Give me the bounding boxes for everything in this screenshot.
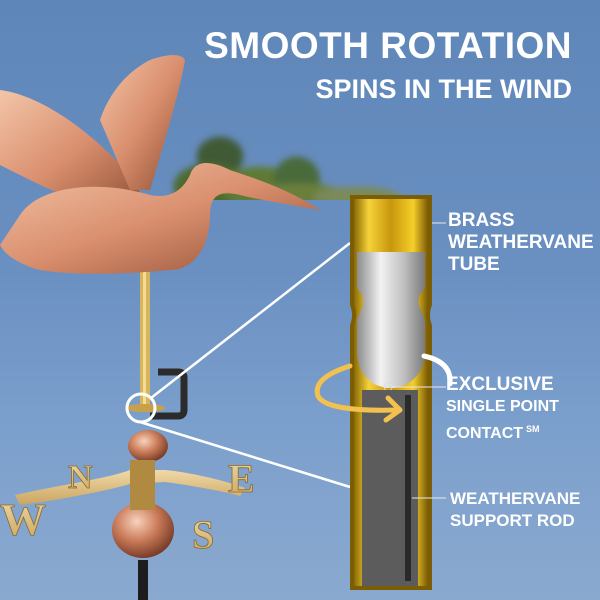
callout-brass-tube: BRASS WEATHERVANE TUBE <box>448 210 594 276</box>
headline: SMOOTH ROTATION SPINS IN THE WIND <box>204 24 572 106</box>
callout-line: SUPPORT ROD <box>450 511 575 530</box>
callout-line: WEATHERVANE <box>450 489 581 508</box>
callout-support-rod: WEATHERVANE SUPPORT ROD <box>450 488 580 532</box>
letter-e: E <box>228 456 255 501</box>
upper-copper-ball <box>128 430 168 462</box>
callout-line: WEATHERVANE <box>448 232 594 253</box>
callout-line: CONTACT <box>446 425 524 442</box>
callout-line: BRASS <box>448 210 515 231</box>
lower-copper-ball <box>112 502 174 558</box>
letter-s: S <box>192 512 214 557</box>
callout-line: SINGLE POINT <box>446 398 559 415</box>
letter-w: W <box>0 494 46 545</box>
callout-line: TUBE <box>448 254 500 275</box>
tube-cutaway <box>350 195 446 590</box>
service-mark: SM <box>526 424 540 434</box>
heron-figure <box>0 55 320 274</box>
callout-line: EXCLUSIVE <box>446 374 554 395</box>
letter-n: N <box>68 459 93 496</box>
rotation-arrow-icon <box>314 363 401 413</box>
steel-bolt <box>357 252 425 388</box>
headline-subtitle: SPINS IN THE WIND <box>315 74 572 104</box>
headline-title: SMOOTH ROTATION <box>204 25 572 66</box>
